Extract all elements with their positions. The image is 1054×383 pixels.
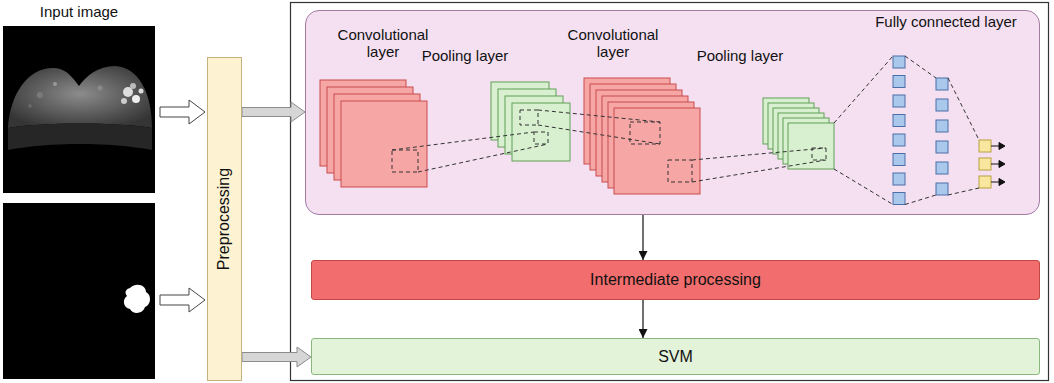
conv-layer-stack: Convolutional layer <box>557 24 704 196</box>
neuron <box>893 154 905 166</box>
mask-image <box>3 203 155 379</box>
neuron <box>979 158 991 170</box>
box-label: Preprocessing <box>216 168 234 270</box>
flow-arrow <box>642 300 643 338</box>
breast-tissue <box>8 66 152 128</box>
neuron <box>936 99 948 111</box>
layer-heading: Pooling layer <box>415 47 515 64</box>
neuron <box>936 78 948 90</box>
tissue-speckle <box>98 86 103 91</box>
layer-heading: Convolutional layer <box>557 26 669 61</box>
box-label: SVM <box>650 348 701 366</box>
layer-heading: Fully connected layer <box>861 13 1031 30</box>
neuron <box>893 115 905 127</box>
layer-shape <box>860 12 1032 208</box>
neuron <box>979 176 991 188</box>
feature-map <box>512 103 570 161</box>
intermediate-box: Intermediate processing <box>311 260 1040 300</box>
svm-box: SVM <box>311 338 1040 375</box>
lesion-spot <box>139 89 144 94</box>
block-arrow <box>242 347 311 367</box>
tissue-speckle <box>53 82 57 86</box>
neuron <box>893 95 905 107</box>
neuron <box>936 183 948 195</box>
neuron <box>893 193 905 205</box>
input-caption: Input image <box>0 3 158 20</box>
neuron <box>936 120 948 132</box>
layer-heading: Pooling layer <box>690 47 790 64</box>
layer-shape <box>557 24 704 196</box>
cnn-panel: Convolutional layerPooling layerConvolut… <box>305 10 1040 215</box>
lesion-spot <box>130 83 136 89</box>
box-label: Intermediate processing <box>582 271 769 289</box>
neuron <box>893 134 905 146</box>
neuron <box>936 162 948 174</box>
tissue-speckle <box>37 92 43 98</box>
image-ground <box>3 26 155 193</box>
flow-arrow <box>642 215 643 260</box>
pooling-layer-stack: Pooling layer <box>690 46 838 172</box>
chest-wall <box>8 124 152 151</box>
lesion-mask <box>124 285 150 313</box>
mri-image <box>3 26 155 193</box>
preprocessing-band: Preprocessing <box>207 57 242 381</box>
feature-map <box>614 108 700 194</box>
pooling-layer-stack: Pooling layer <box>414 46 574 164</box>
neuron <box>979 140 991 152</box>
lesion-spot <box>132 95 140 103</box>
fully-connected-layer: Fully connected layer <box>860 12 1032 208</box>
block-arrow <box>242 102 305 122</box>
input-arrow <box>160 100 205 124</box>
image-ground <box>3 203 155 379</box>
lesion-spot <box>121 98 127 104</box>
tissue-speckle <box>28 104 32 108</box>
outer-frame <box>291 3 1049 381</box>
input-arrow <box>160 288 205 312</box>
neuron <box>936 141 948 153</box>
feature-map <box>788 123 834 169</box>
neuron <box>893 76 905 88</box>
neuron <box>893 56 905 68</box>
neuron <box>893 173 905 185</box>
feature-map <box>341 101 427 187</box>
layer-shape <box>690 46 838 172</box>
